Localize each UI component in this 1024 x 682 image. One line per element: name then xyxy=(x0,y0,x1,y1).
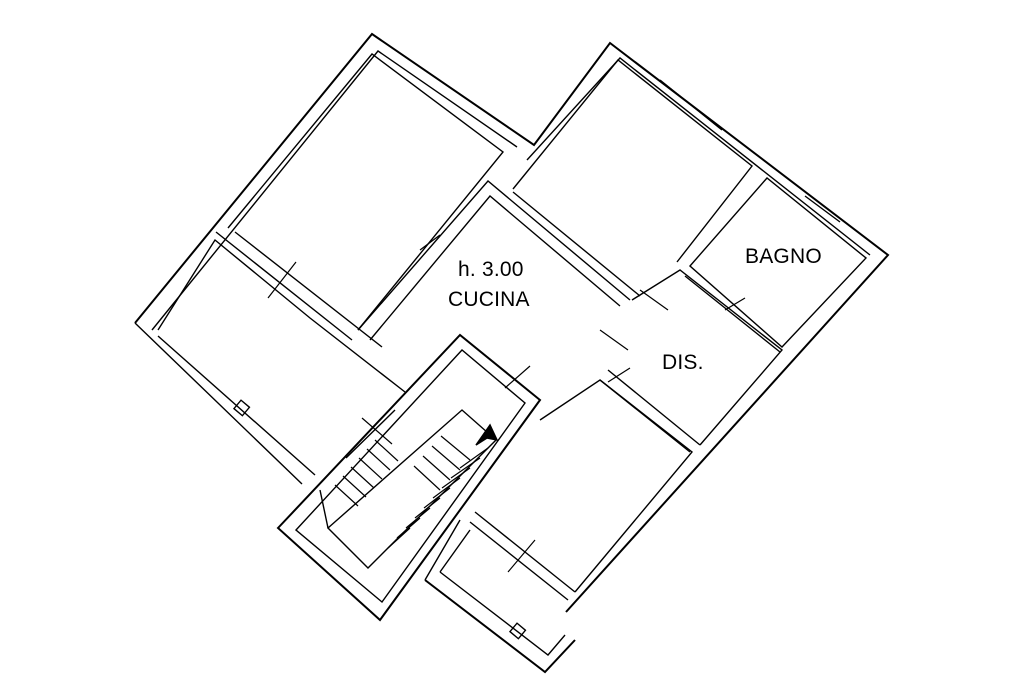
north-arrow-icon xyxy=(475,423,499,446)
room-right-top xyxy=(512,59,753,263)
bathroom-label: BAGNO xyxy=(745,245,822,268)
room-bottom xyxy=(424,519,576,674)
room-left-top xyxy=(215,53,505,348)
hallway-label: DIS. xyxy=(662,351,704,374)
stair-core xyxy=(276,333,542,622)
room-bathroom xyxy=(684,177,868,353)
door-marks xyxy=(267,234,746,573)
kitchen-label: CUCINA xyxy=(448,288,530,311)
stair-treads xyxy=(334,435,489,549)
room-left-bottom xyxy=(134,238,406,485)
room-kitchen xyxy=(357,180,641,341)
kitchen-height-label: h. 3.00 xyxy=(458,258,524,281)
left-wing-walls xyxy=(134,32,890,613)
room-right-bottom xyxy=(469,379,694,601)
